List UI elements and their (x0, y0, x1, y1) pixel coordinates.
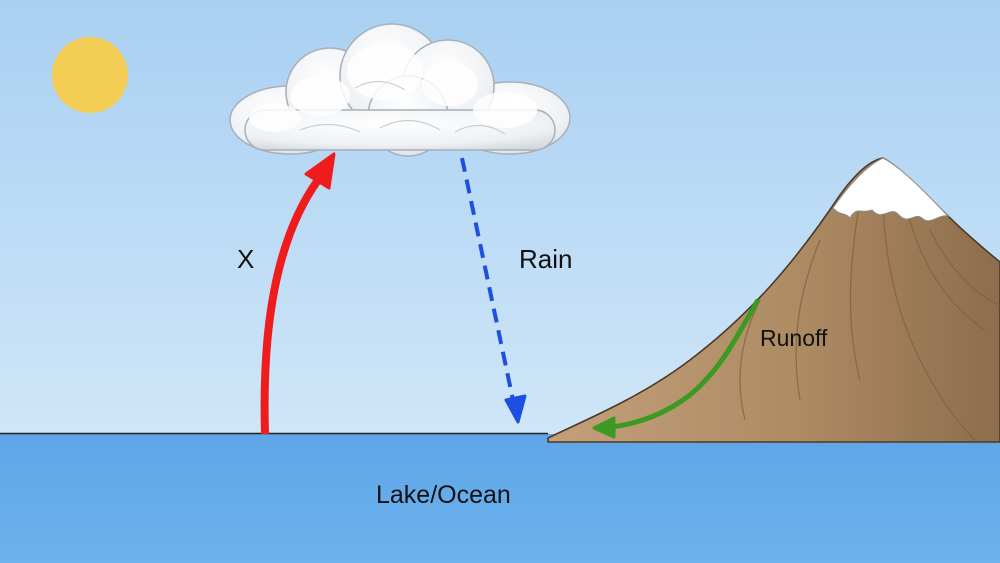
water-body-label: Lake/Ocean (376, 481, 511, 509)
cloud-icon (229, 23, 571, 157)
sun-icon (52, 37, 128, 113)
mountain-icon (547, 157, 1000, 443)
runoff-arrow (592, 298, 761, 439)
evaporation-arrow (260, 152, 336, 435)
rain-label: Rain (519, 244, 573, 274)
rain-arrow (460, 157, 527, 424)
runoff-label: Runoff (760, 325, 828, 351)
lake-ocean-water (0, 434, 1000, 563)
evaporation-label: X (237, 244, 255, 274)
